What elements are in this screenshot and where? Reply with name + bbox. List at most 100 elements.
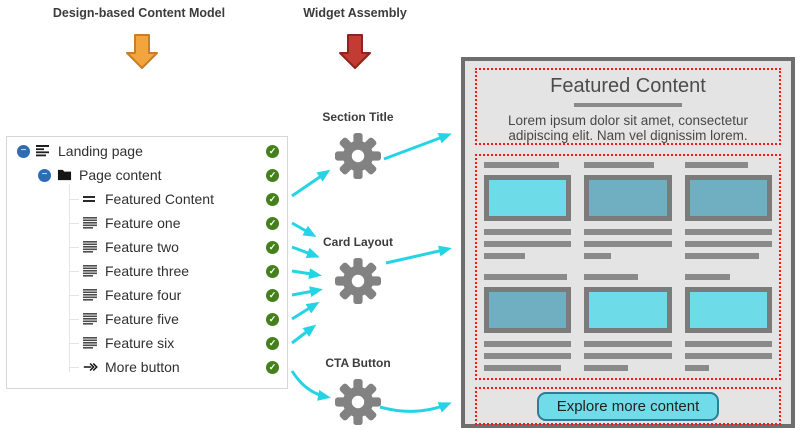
check-icon [266, 240, 279, 254]
more-icon [83, 360, 99, 375]
widget-assembly-label: Widget Assembly [303, 6, 407, 20]
text-icon [83, 264, 99, 279]
card-text-placeholder [684, 341, 772, 347]
tree-item-label: Page content [79, 167, 162, 183]
card-title-placeholder [684, 274, 731, 280]
card-text-placeholder [684, 353, 772, 359]
tree-item-label: More button [105, 359, 180, 375]
tree-item-more-button[interactable]: More button [7, 355, 287, 379]
card-text-placeholder [584, 341, 672, 347]
preview-card [584, 161, 672, 261]
text-icon [83, 312, 99, 327]
card-layout-region [475, 154, 781, 380]
tree-item-featured-content[interactable]: Featured Content [7, 187, 287, 211]
page-preview-panel: Featured Content Lorem ipsum dolor sit a… [461, 57, 795, 428]
preview-card [484, 273, 572, 373]
card-title-placeholder [584, 274, 639, 280]
card-text-placeholder [684, 253, 759, 259]
explore-more-button[interactable]: Explore more content [536, 391, 720, 421]
card-text-placeholder [584, 241, 672, 247]
card-title-placeholder [684, 162, 748, 168]
down-arrow-icon [126, 34, 158, 69]
card-text-placeholder [684, 241, 772, 247]
card-image-placeholder [584, 287, 672, 333]
tree-item-label: Feature one [105, 215, 181, 231]
card-text-placeholder [584, 365, 628, 371]
outline-icon [36, 144, 52, 159]
preview-card [484, 161, 572, 261]
preview-card [584, 273, 672, 373]
check-icon [266, 288, 279, 302]
card-image-placeholder [584, 175, 672, 221]
title-icon [83, 192, 99, 207]
tree-item-feature-two[interactable]: Feature two [7, 235, 287, 259]
card-title-placeholder [584, 162, 655, 168]
tree-item-feature-six[interactable]: Feature six [7, 331, 287, 355]
card-text-placeholder [684, 365, 710, 371]
text-icon [83, 216, 99, 231]
preview-title: Featured Content [550, 75, 706, 97]
card-image-placeholder [484, 287, 572, 333]
card-title-placeholder [484, 162, 560, 168]
title-divider [574, 103, 682, 107]
widget-label: CTA Button [325, 356, 391, 370]
widget-cta-button: CTA Button [306, 356, 410, 425]
card-text-placeholder [484, 241, 572, 247]
text-icon [83, 288, 99, 303]
card-title-placeholder [484, 274, 567, 280]
card-text-placeholder [584, 353, 672, 359]
card-image-placeholder [484, 175, 572, 221]
content-tree-panel: Landing page Page content Featured Conte… [6, 136, 288, 389]
gear-icon [335, 258, 381, 304]
folder-icon [57, 168, 73, 183]
check-icon [266, 144, 279, 158]
card-text-placeholder [484, 353, 572, 359]
tree-item-label: Feature five [105, 311, 179, 327]
gear-icon [335, 379, 381, 425]
check-icon [266, 264, 279, 278]
widget-card-layout: Card Layout [306, 235, 410, 304]
tree-item-label: Featured Content [105, 191, 214, 207]
section-title-region: Featured Content Lorem ipsum dolor sit a… [475, 68, 781, 145]
tree-guide-line [69, 184, 70, 372]
tree-item-label: Feature six [105, 335, 175, 351]
widget-label: Card Layout [322, 235, 393, 249]
card-image-placeholder [684, 287, 772, 333]
card-text-placeholder [484, 229, 572, 235]
check-icon [266, 168, 279, 182]
widget-section-title: Section Title [306, 110, 410, 179]
check-icon [266, 312, 279, 326]
minus-expander-icon[interactable] [17, 144, 30, 158]
check-icon [266, 192, 279, 206]
text-icon [83, 336, 99, 351]
card-text-placeholder [584, 253, 611, 259]
card-image-placeholder [684, 175, 772, 221]
widget-label: Section Title [322, 110, 394, 124]
tree-item-landing-page[interactable]: Landing page [7, 139, 287, 163]
card-text-placeholder [684, 229, 772, 235]
tree-item-label: Landing page [58, 143, 143, 159]
tree-item-label: Feature four [105, 287, 182, 303]
tree-item-label: Feature three [105, 263, 190, 279]
tree-item-feature-one[interactable]: Feature one [7, 211, 287, 235]
tree-item-page-content[interactable]: Page content [7, 163, 287, 187]
design-model-label: Design-based Content Model [52, 6, 226, 20]
check-icon [266, 360, 279, 374]
preview-description: Lorem ipsum dolor sit amet, consectetur … [507, 113, 749, 143]
check-icon [266, 336, 279, 350]
text-icon [83, 240, 99, 255]
card-text-placeholder [484, 365, 561, 371]
check-icon [266, 216, 279, 230]
tree-item-feature-five[interactable]: Feature five [7, 307, 287, 331]
gear-icon [335, 133, 381, 179]
minus-expander-icon[interactable] [38, 168, 51, 182]
tree-item-feature-three[interactable]: Feature three [7, 259, 287, 283]
tree-item-feature-four[interactable]: Feature four [7, 283, 287, 307]
preview-card [684, 273, 772, 373]
cta-region: Explore more content [475, 387, 781, 425]
tree-item-label: Feature two [105, 239, 179, 255]
card-text-placeholder [484, 253, 526, 259]
down-arrow-icon [339, 34, 371, 69]
card-text-placeholder [484, 341, 572, 347]
